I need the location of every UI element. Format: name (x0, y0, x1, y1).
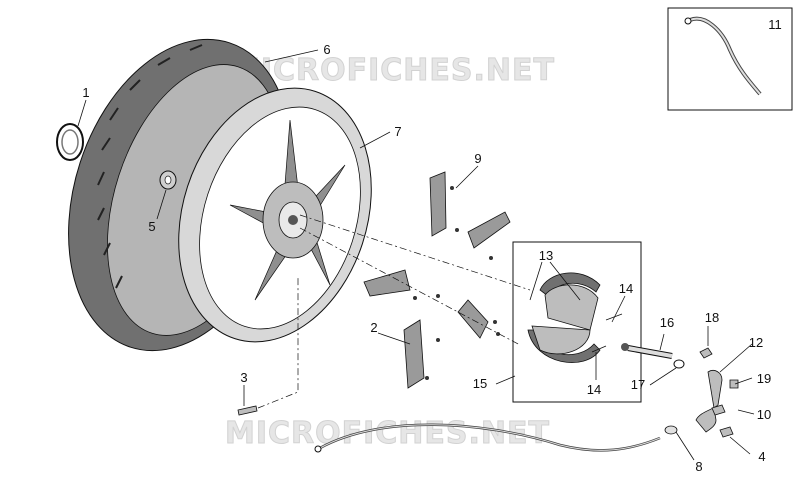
callout-13: 13 (539, 248, 553, 263)
callout-2: 2 (370, 320, 377, 335)
brake-shields (363, 171, 511, 389)
callout-10: 10 (757, 407, 771, 422)
callout-4: 4 (758, 449, 765, 464)
callout-labels: 1 2 3 4 5 6 7 8 9 10 11 12 13 14 14 15 1… (82, 17, 781, 474)
callout-18: 18 (705, 310, 719, 325)
leader-lines (77, 49, 755, 461)
watermark-top: MICROFICHES.NET (230, 53, 555, 88)
callout-17: 17 (631, 377, 645, 392)
callout-8: 8 (695, 459, 702, 474)
watermark-bottom: MICROFICHES.NET (225, 416, 550, 451)
callout-11: 11 (768, 17, 782, 32)
lock-ring (56, 123, 84, 161)
callout-6: 6 (323, 42, 330, 57)
callout-5: 5 (148, 219, 155, 234)
inset-box-cable (667, 7, 793, 111)
callout-19: 19 (757, 371, 771, 386)
callout-16: 16 (660, 315, 674, 330)
brake-cam-parts (237, 343, 739, 438)
callout-12: 12 (749, 335, 763, 350)
assembly-lines (257, 214, 531, 409)
wheel-rim (178, 87, 372, 343)
brake-shoe-box (512, 241, 642, 403)
callout-3: 3 (240, 370, 247, 385)
callout-15: 15 (473, 376, 487, 391)
callout-14b: 14 (587, 382, 601, 397)
callout-9: 9 (474, 151, 481, 166)
callout-7: 7 (394, 124, 401, 139)
spacer-bush (159, 170, 177, 190)
callout-1: 1 (82, 85, 89, 100)
brake-cable (314, 423, 661, 453)
callout-14a: 14 (619, 281, 633, 296)
